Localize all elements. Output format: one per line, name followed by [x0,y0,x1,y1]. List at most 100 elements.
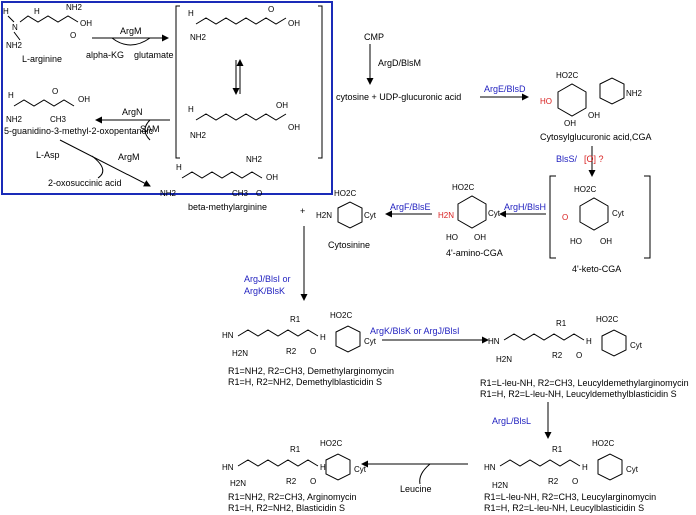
leucyl-line-1: R1=L-leu-NH, R2=CH3, Leucylarginomycin [484,492,656,502]
keto-bracket-right [644,175,651,259]
guanidino-oxopentanoic-structure: H NH2 O OH CH3 [6,87,90,124]
demethyl-line-1: R1=NH2, R2=CH3, Demethylarginomycin [228,366,394,376]
sam-label: SAM [140,124,160,134]
cga-label: Cytosylglucuronic acid,CGA [540,132,652,142]
leucyldemethyl-r1: R1 [556,319,567,328]
leucyldemethyl-cyt: Cyt [630,341,643,350]
leucyldemethyl-ho2c: HO2C [596,315,618,324]
plus-sign: + [300,206,305,216]
h-label-2: H [188,9,194,18]
cga-structure: HO2C HO OH NH2 OH [540,71,643,128]
sam-curve [144,119,151,141]
beta-methylarginine-label: beta-methylarginine [188,202,267,212]
imino-label: H [3,7,9,16]
demethyl-line-2: R1=H, R2=NH2, Demethylblasticidin S [228,377,382,387]
keto-oh: OH [600,237,612,246]
demethyl-cyt: Cyt [364,337,377,346]
argF-label: ArgF/BlsE [390,202,431,212]
demethyl-o: O [310,347,316,356]
cytosinine-ho2c: HO2C [334,189,356,198]
keto-cyt: Cyt [612,209,625,218]
oxidation-label: [O] ? [584,154,604,164]
final-r2: R2 [286,477,297,486]
enol-intermediate: H NH2 OH OH [188,101,300,140]
blsS-label: BlsS/ [556,154,578,164]
guanidino-label: 5-guanidino-3-methyl-2-oxopentanoic [4,126,154,136]
amino-cyt: Cyt [488,209,501,218]
bracket-left [175,5,180,159]
l-arginine-label: L-arginine [22,54,62,64]
cga-oh-1: OH [564,119,576,128]
beta-methylarginine-structure: H NH2 NH2 OH CH3 O [160,155,278,198]
leucyldemethyl-hn: HN [488,337,500,346]
amino-ho: HO [446,233,458,242]
cga-oh-2: OH [588,111,600,120]
final-cyt: Cyt [354,465,367,474]
leucyl-r2: R2 [548,477,559,486]
oh-label-6: OH [266,173,278,182]
final-r1: R1 [290,445,301,454]
leucyl-structure: HN H2N R1 R2 O H HO2C Cyt [484,439,639,490]
final-hn: HN [222,463,234,472]
oxosuccinic-label: 2-oxosuccinic acid [48,178,122,188]
o-label-1: O [70,31,76,40]
leucine-curve [419,463,431,485]
leucyl-ho2c: HO2C [592,439,614,448]
demethyl-h2n: H2N [232,349,248,358]
nh2-top-label: NH2 [66,3,83,12]
arginine-pathway-box [1,1,333,195]
argH-label: ArgH/BlsH [504,202,546,212]
leucine-label: Leucine [400,484,432,494]
leucyl-r1: R1 [552,445,563,454]
demethyl-nh: H [320,333,326,342]
final-structure: HN H2N R1 R2 O H HO2C Cyt [222,439,367,488]
leucyldemethyl-o: O [576,351,582,360]
leucyl-o: O [572,477,578,486]
keto-intermediate: H NH2 O OH [188,5,300,42]
guan-n-label: N [12,23,18,32]
argE-label: ArgE/BlsD [484,84,526,94]
kg-glutamate-curve [111,37,151,46]
nh2-label-5: NH2 [160,189,177,198]
keto-ho2c: HO2C [574,185,596,194]
h-label-3: H [188,105,194,114]
ch3-label-2: CH3 [232,189,249,198]
leucyldemethyl-structure: HN H2N R1 R2 O H HO2C Cyt [488,315,643,364]
amino-h2n-red: H2N [438,211,454,220]
o-label-3: O [52,87,58,96]
leucyldemethyl-r2: R2 [552,351,563,360]
amino-cga-label: 4'-amino-CGA [446,248,503,258]
h-label-5: H [176,163,182,172]
nh2-label-3: NH2 [190,131,207,140]
asp-curve [91,155,104,179]
keto-cga-structure: HO2C O Cyt HO OH [562,185,625,246]
cytosinine-structure: HO2C H2N Cyt [316,189,377,229]
bracket-right [318,5,323,159]
argM-arrow-2 [59,139,151,187]
leucyl-nh: H [582,463,588,472]
amino-oh: OH [474,233,486,242]
final-ho2c: HO2C [320,439,342,448]
cytosine-udp-label: cytosine + UDP-glucuronic acid [336,92,461,102]
demethyl-ho2c: HO2C [330,311,352,320]
demethyl-r2: R2 [286,347,297,356]
argL-label: ArgL/BlsL [492,416,531,426]
o-label-2: O [268,5,274,14]
argK-J-label: ArgK/BlsK or ArgJ/BlsI [370,326,460,336]
nh2-label-1: NH2 [6,41,23,50]
final-o: O [310,477,316,486]
cga-nh2: NH2 [626,89,643,98]
final-line-2: R1=H, R2=NH2, Blasticidin S [228,503,345,513]
cytosinine-label: Cytosinine [328,240,370,250]
leucyldemethyl-h2n: H2N [496,355,512,364]
argK-label-1: ArgK/BlsK [244,286,285,296]
keto-ho: HO [570,237,582,246]
keto-o-red: O [562,213,568,222]
leucyldemethyl-line-2: R1=H, R2=L-leu-NH, Leucyldemethylblastic… [480,389,677,399]
leucyldemethyl-nh: H [586,337,592,346]
h-label-1: H [34,7,40,16]
final-h2n: H2N [230,479,246,488]
alpha-kg-label: alpha-KG [86,50,124,60]
